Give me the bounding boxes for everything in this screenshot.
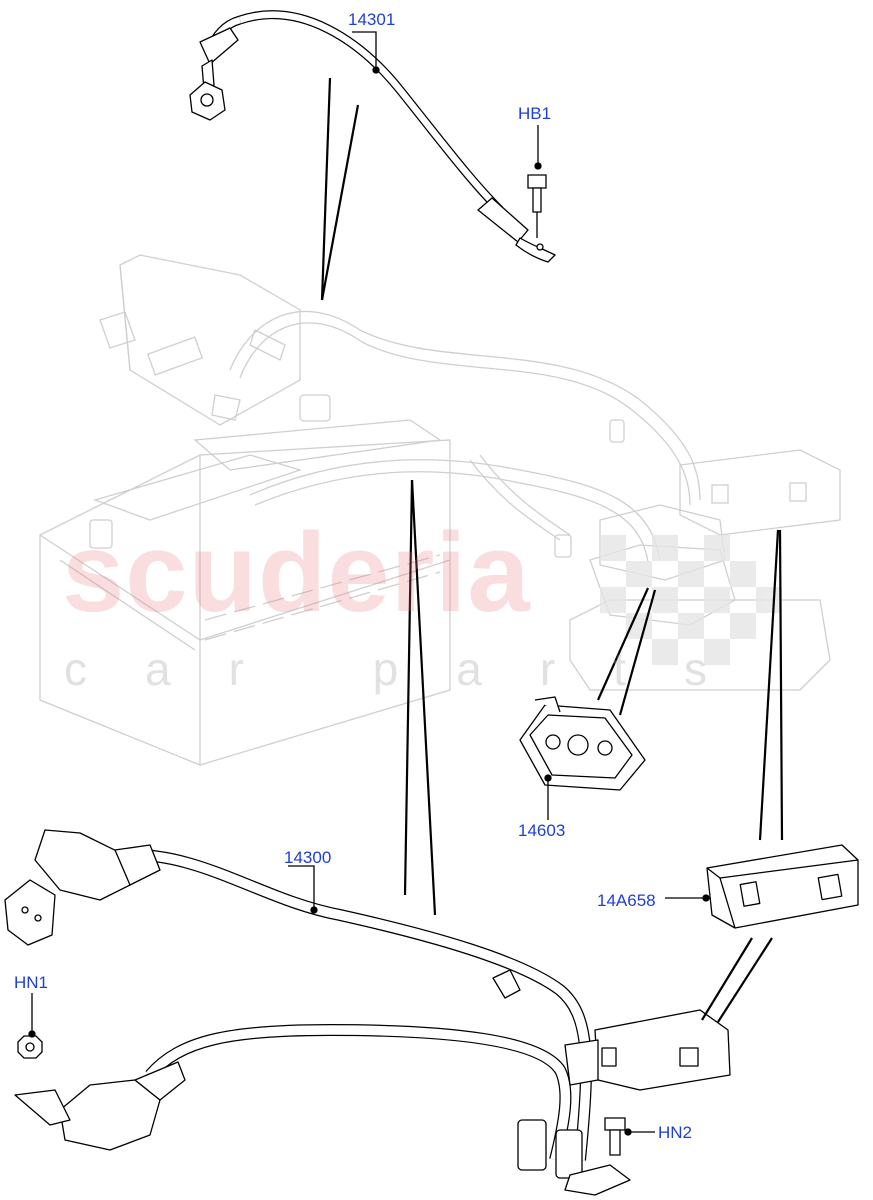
callout-14a658: 14A658	[597, 891, 656, 910]
watermark-flag-icon	[600, 535, 782, 665]
bolt-hb1	[527, 174, 547, 238]
battery-ghost	[39, 254, 841, 766]
callout-14300: 14300	[284, 848, 332, 867]
watermark-subtext: car parts	[64, 643, 765, 695]
callout-leaders	[28, 31, 710, 1136]
cable-14300	[119, 848, 592, 1162]
harness-connectors	[4, 829, 731, 1196]
bolt-hn2	[604, 1117, 626, 1156]
watermark-text: scuderia	[62, 510, 531, 635]
callout-14301: 14301	[348, 10, 396, 29]
callout-hn1: HN1	[14, 973, 49, 992]
callout-hn2: HN2	[658, 1123, 693, 1142]
cable-14301	[189, 10, 556, 263]
callout-hb1: HB1	[518, 104, 552, 123]
cover-14603	[519, 696, 646, 791]
leader-lines	[320, 77, 784, 1023]
callout-14603: 14603	[518, 821, 566, 840]
clip-14a658	[706, 844, 859, 929]
nut-hn1	[17, 1035, 43, 1059]
